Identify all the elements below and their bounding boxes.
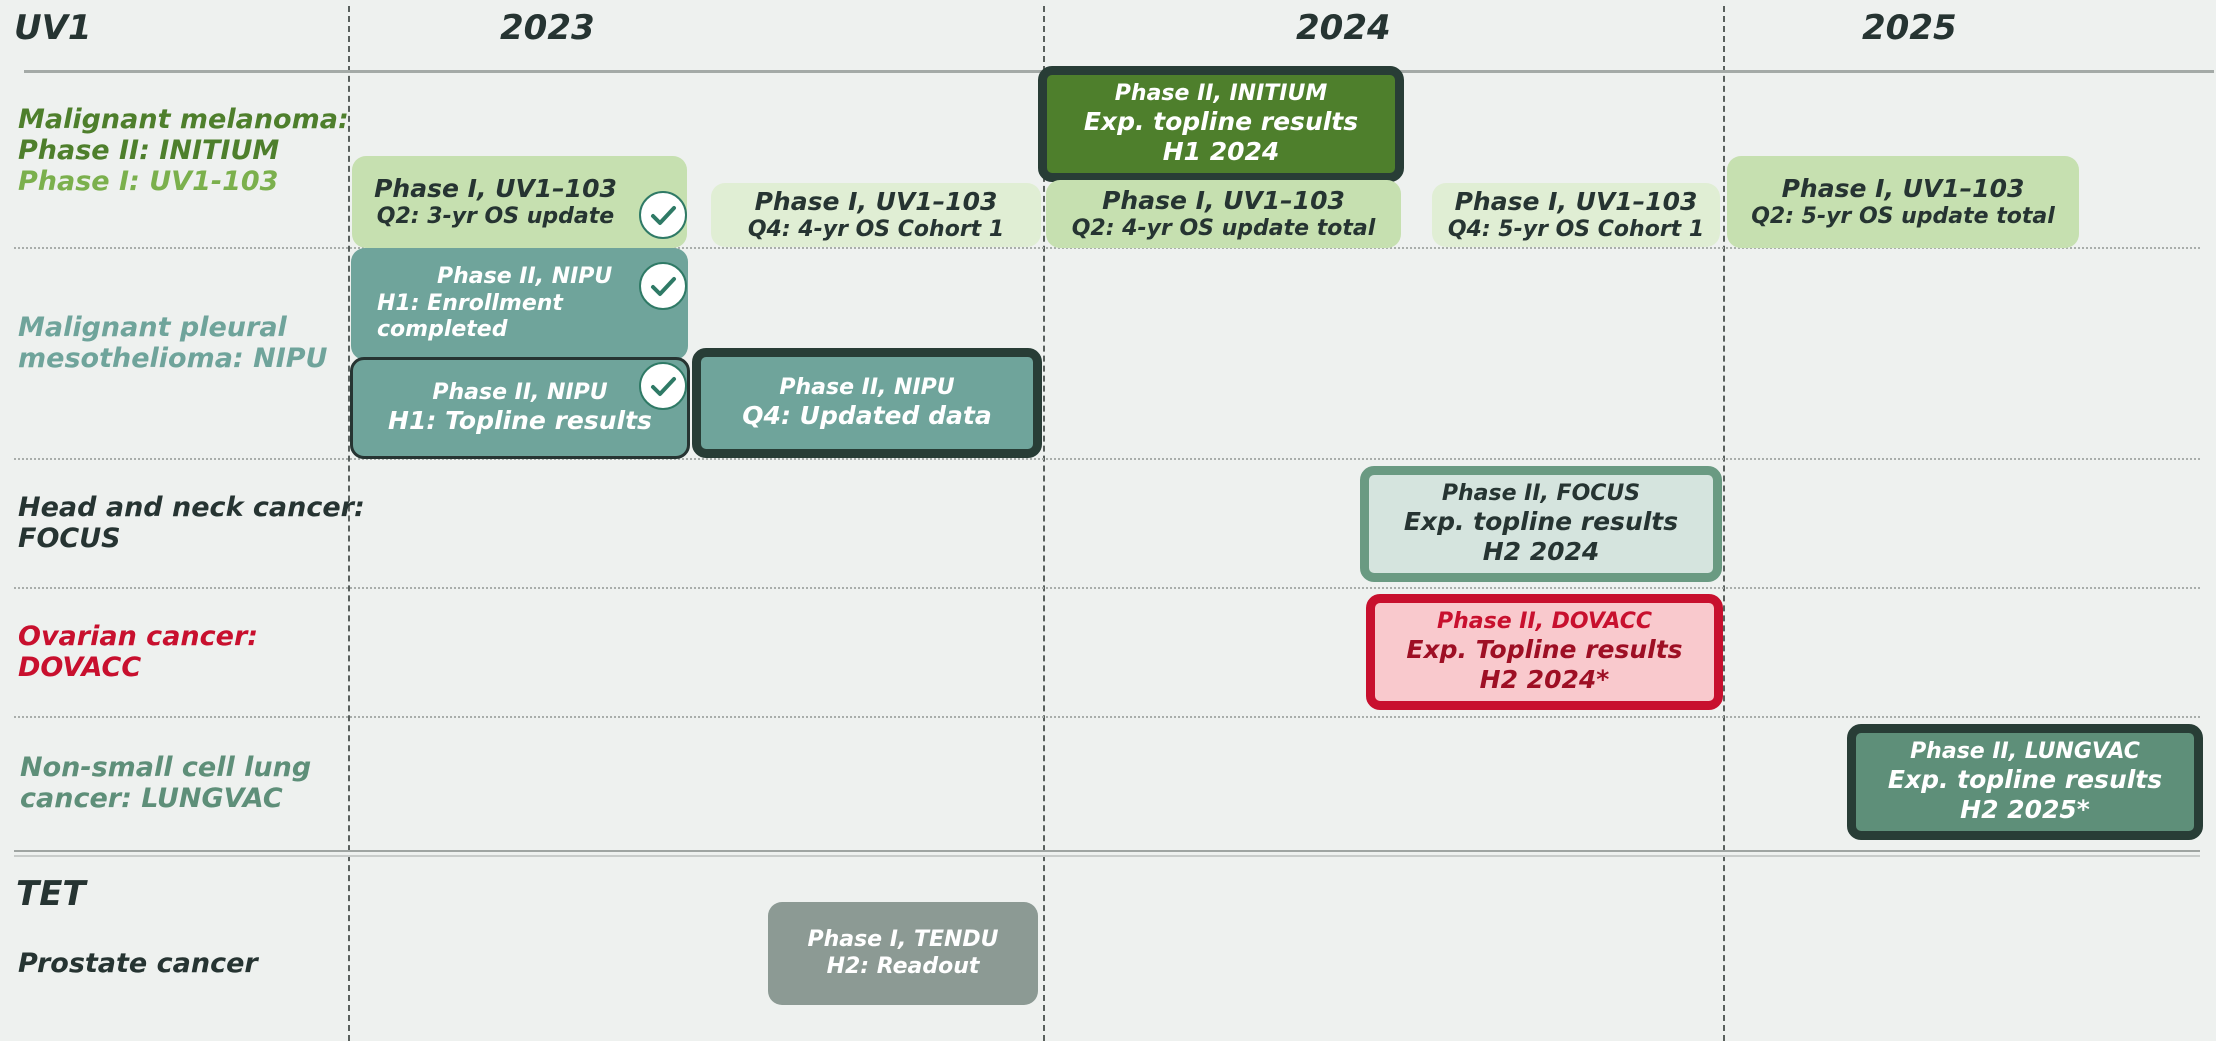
check-circle-icon [639,191,687,239]
row-divider [14,716,2200,718]
row-label-line: mesothelioma: NIPU [18,343,328,374]
milestone-event: Q2: 5-yr OS update total [1751,203,2055,229]
milestone-uv1-q4-2023: Phase I, UV1–103 Q4: 4-yr OS Cohort 1 [711,183,1041,247]
milestone-event: Exp. topline results [1887,765,2163,795]
milestone-lungvac: Phase II, LUNGVAC Exp. topline results H… [1847,724,2203,840]
milestone-event: completed [377,317,508,343]
milestone-event: Q4: 5-yr OS Cohort 1 [1447,216,1705,242]
milestone-nipu-q4: Phase II, NIPU Q4: Updated data [692,348,1042,458]
row-divider [14,247,2200,249]
row-label-line: Non-small cell lung [20,752,312,783]
milestone-uv1-q2-2024: Phase I, UV1–103 Q2: 4-yr OS update tota… [1046,180,1401,248]
milestone-phase: Phase I, UV1–103 [374,173,617,203]
milestone-event: Q4: 4-yr OS Cohort 1 [747,216,1005,242]
milestone-nipu-enrollment: Phase II, NIPU H1: Enrollment completed [351,248,688,360]
milestone-date: H2 2025* [1960,795,2090,825]
uv1-header: UV1 [14,8,92,48]
milestone-uv1-q4-2024: Phase I, UV1–103 Q4: 5-yr OS Cohort 1 [1432,183,1720,247]
milestone-dovacc: Phase II, DOVACC Exp. Topline results H2… [1366,594,1723,710]
milestone-phase: Phase II, NIPU [432,379,608,405]
row-label-prostate: Prostate cancer [18,948,258,979]
milestone-event: Exp. Topline results [1406,635,1683,665]
row-label-line: Head and neck cancer: [18,492,365,523]
row-divider [14,458,2200,460]
milestone-phase: Phase II, LUNGVAC [1910,738,2140,764]
milestone-focus: Phase II, FOCUS Exp. topline results H2 … [1360,466,1722,582]
milestone-phase: Phase II, FOCUS [1441,480,1641,506]
milestone-phase: Phase II, DOVACC [1436,608,1653,634]
row-label-line: Ovarian cancer: [18,621,259,652]
row-label-ovarian: Ovarian cancer: DOVACC [18,621,258,683]
milestone-phase: Phase II, INITIUM [1114,80,1328,106]
tet-header: TET [16,874,86,914]
milestone-nipu-topline: Phase II, NIPU H1: Topline results [350,357,690,459]
milestone-event: Q2: 4-yr OS update total [1071,215,1376,241]
milestone-event: Q4: Updated data [742,401,992,431]
row-label-line: Malignant melanoma: [18,104,349,135]
milestone-event: Exp. topline results [1403,507,1679,537]
year-2024-header: 2024 [1296,8,1391,48]
row-label-head-neck: Head and neck cancer: FOCUS [18,492,365,554]
row-label-line: DOVACC [18,652,142,683]
row-label-line: Phase II: INITIUM [18,135,280,166]
milestone-date: H2 2024* [1479,665,1610,695]
milestone-phase: Phase I, TENDU [807,927,999,953]
milestone-phase: Phase I, UV1–103 [1102,185,1345,215]
grid-line-2023 [348,6,350,1041]
milestone-phase: Phase I, UV1–103 [1781,173,2025,203]
grid-line-2025 [1723,6,1725,1041]
milestone-phase: Phase II, NIPU [437,264,613,290]
milestone-event: Q2: 3-yr OS update [376,203,615,229]
year-2023-header: 2023 [500,8,595,48]
row-label-line: cancer: LUNGVAC [20,783,283,814]
grid-line-2024 [1043,6,1045,1041]
section-divider [14,850,2200,857]
row-label-line: Malignant pleural [18,312,287,343]
check-circle-icon [639,262,687,310]
milestone-initium: Phase II, INITIUM Exp. topline results H… [1038,66,1404,182]
row-label-lung: Non-small cell lung cancer: LUNGVAC [20,752,311,814]
milestone-event: H2: Readout [826,953,980,979]
milestone-event: Exp. topline results [1083,107,1359,137]
milestone-uv1-q2-2023: Phase I, UV1–103 Q2: 3-yr OS update [352,156,687,248]
row-label-mesothelioma: Malignant pleural mesothelioma: NIPU [18,312,327,374]
milestone-phase: Phase I, UV1–103 [754,186,998,216]
check-circle-icon [639,362,687,410]
row-divider [14,587,2200,589]
row-label-line: FOCUS [18,523,121,554]
milestone-phase: Phase II, NIPU [779,374,955,400]
year-2025-header: 2025 [1862,8,1957,48]
milestone-date: H1 2024 [1162,137,1280,167]
milestone-phase: Phase I, UV1–103 [1454,186,1698,216]
milestone-uv1-q2-2025: Phase I, UV1–103 Q2: 5-yr OS update tota… [1727,156,2079,248]
milestone-tendu: Phase I, TENDU H2: Readout [768,902,1038,1005]
milestone-event: H1: Enrollment [377,290,563,316]
milestone-date: H2 2024 [1482,537,1600,567]
milestone-event: H1: Topline results [388,406,652,436]
row-label-line: Phase I: UV1-103 [18,166,279,197]
row-label-melanoma: Malignant melanoma: Phase II: INITIUM Ph… [18,104,349,197]
